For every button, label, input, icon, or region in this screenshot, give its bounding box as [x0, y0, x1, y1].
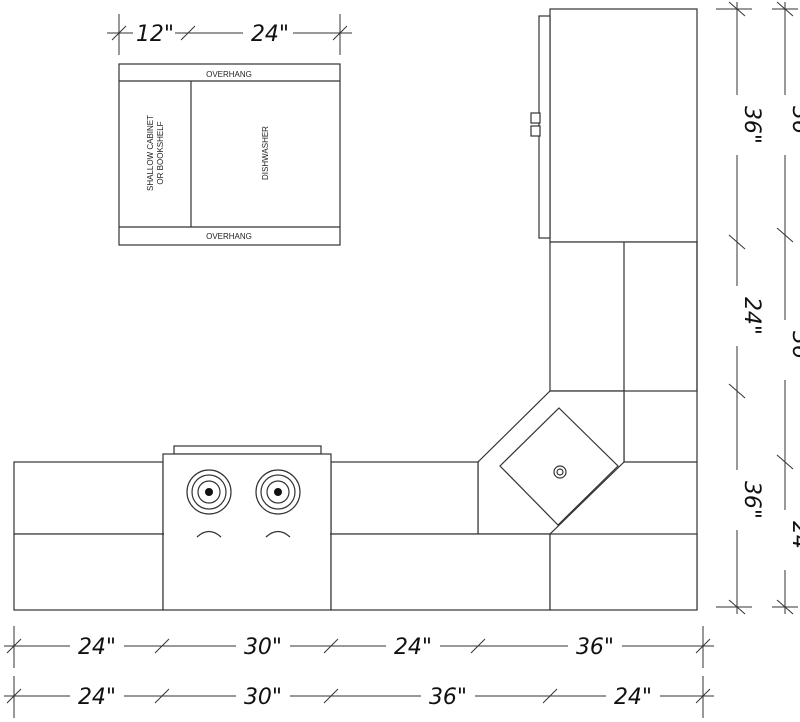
island-dim-24: 24" — [251, 22, 289, 47]
base-cabinet-3 — [330, 533, 551, 611]
burner-right — [255, 469, 301, 515]
base-cabinet-1 — [13, 533, 164, 611]
refrigerator-door — [538, 15, 551, 239]
dim-top-1: 24" — [78, 635, 116, 660]
refrigerator-handle-top — [530, 112, 541, 124]
dim-right-inner-2: 24" — [739, 297, 764, 335]
dim-top-2: 30" — [244, 635, 282, 660]
right-inner-dimension-column: 36" 24" 36" — [716, 1, 764, 615]
island-outline — [118, 63, 341, 246]
stove-backsplash — [173, 445, 322, 455]
island-dim-12: 12" — [136, 22, 174, 47]
stove — [162, 453, 332, 535]
bottom-run — [13, 445, 698, 611]
counter-middle — [330, 461, 479, 535]
dishwasher-label: DISHWASHER — [261, 126, 270, 180]
top-dimension-row: 24" 30" 24" 36" — [4, 626, 714, 668]
dim-right-outer-2: 36" — [787, 331, 800, 369]
refrigerator-handle-bottom — [530, 125, 541, 137]
island: OVERHANG OVERHANG SHALLOW CABINET OR BOO… — [118, 63, 341, 246]
right-outer-dimension-column: 36" 36" 24" — [772, 1, 800, 615]
dim-bottom-2: 30" — [244, 685, 282, 710]
base-cabinet-4 — [549, 533, 698, 611]
dim-right-inner-3: 36" — [739, 481, 764, 519]
bottom-dimension-row: 24" 30" 36" 24" — [4, 676, 714, 718]
overhang-bottom-label: OVERHANG — [206, 232, 252, 241]
base-cabinet-2 — [162, 533, 332, 611]
sink-drain — [553, 465, 567, 479]
dim-bottom-3: 36" — [429, 685, 467, 710]
refrigerator — [549, 8, 698, 243]
dim-right-inner-1: 36" — [739, 106, 764, 144]
bookshelf-label: OR BOOKSHELF — [156, 121, 165, 184]
right-wall-run — [530, 8, 698, 610]
dim-right-outer-1: 36" — [787, 106, 800, 144]
island-dimension: 12" 24" — [107, 14, 352, 55]
counter-left — [13, 461, 164, 535]
dim-top-4: 36" — [576, 635, 614, 660]
corner-sink-cabinet — [477, 390, 625, 535]
dim-top-3: 24" — [394, 635, 432, 660]
overhang-top-label: OVERHANG — [206, 70, 252, 79]
dim-bottom-1: 24" — [78, 685, 116, 710]
dim-right-outer-3: 24" — [787, 521, 800, 559]
burner-left — [186, 469, 232, 515]
dim-bottom-4: 24" — [614, 685, 652, 710]
shallow-cabinet-label: SHALLOW CABINET — [146, 115, 155, 191]
